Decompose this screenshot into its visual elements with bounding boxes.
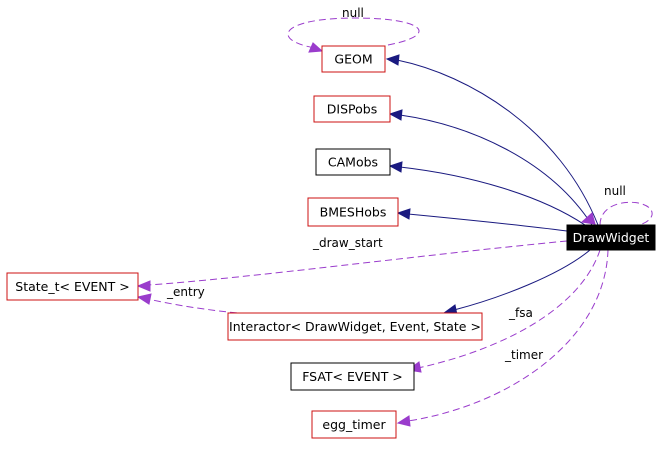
node-state-t-label: State_t< EVENT > bbox=[15, 279, 129, 294]
edge-drawwidget-to-geom bbox=[385, 54, 599, 226]
edge-interactor-to-state-entry: _entry bbox=[136, 285, 249, 315]
node-bmeshobs[interactable]: BMESHobs bbox=[307, 197, 399, 227]
edge-label-drawwidget-null: null bbox=[604, 184, 626, 198]
edge-drawwidget-to-bmeshobs bbox=[396, 208, 568, 232]
node-egg-timer[interactable]: egg_timer bbox=[311, 410, 397, 439]
edge-drawwidget-to-camobs bbox=[388, 161, 586, 226]
node-state-t[interactable]: State_t< EVENT > bbox=[6, 272, 139, 301]
edge-drawwidget-to-state-draw-start: _draw_start bbox=[136, 236, 568, 292]
edge-label-entry: _entry bbox=[166, 285, 205, 299]
edge-drawwidget-self-null: null bbox=[580, 184, 653, 227]
node-drawwidget-label: DrawWidget bbox=[573, 230, 650, 245]
node-interactor[interactable]: Interactor< DrawWidget, Event, State > bbox=[227, 312, 483, 341]
edge-drawwidget-to-fsat-fsa: _fsa bbox=[406, 249, 601, 373]
node-geom[interactable]: GEOM bbox=[321, 45, 386, 73]
node-interactor-label: Interactor< DrawWidget, Event, State > bbox=[229, 319, 481, 334]
node-drawwidget[interactable]: DrawWidget bbox=[566, 224, 656, 251]
edge-label-timer: _timer bbox=[504, 348, 543, 362]
node-dispobs-label: DISPobs bbox=[327, 102, 377, 117]
node-bmeshobs-label: BMESHobs bbox=[320, 205, 387, 220]
node-geom-label: GEOM bbox=[334, 52, 372, 67]
edge-drawwidget-to-egg-timer-timer: _timer bbox=[396, 249, 609, 427]
edge-label-geom-null: null bbox=[342, 6, 364, 20]
node-camobs-label: CAMobs bbox=[328, 155, 378, 170]
node-dispobs[interactable]: DISPobs bbox=[313, 95, 391, 123]
node-egg-timer-label: egg_timer bbox=[322, 417, 386, 432]
node-fsat[interactable]: FSAT< EVENT > bbox=[290, 362, 415, 391]
edge-geom-self-null: null bbox=[287, 6, 420, 53]
edge-drawwidget-to-dispobs bbox=[388, 109, 593, 226]
edge-label-fsa: _fsa bbox=[508, 306, 533, 320]
edge-label-draw-start: _draw_start bbox=[312, 236, 383, 250]
node-fsat-label: FSAT< EVENT > bbox=[302, 369, 403, 384]
node-camobs[interactable]: CAMobs bbox=[315, 148, 391, 176]
